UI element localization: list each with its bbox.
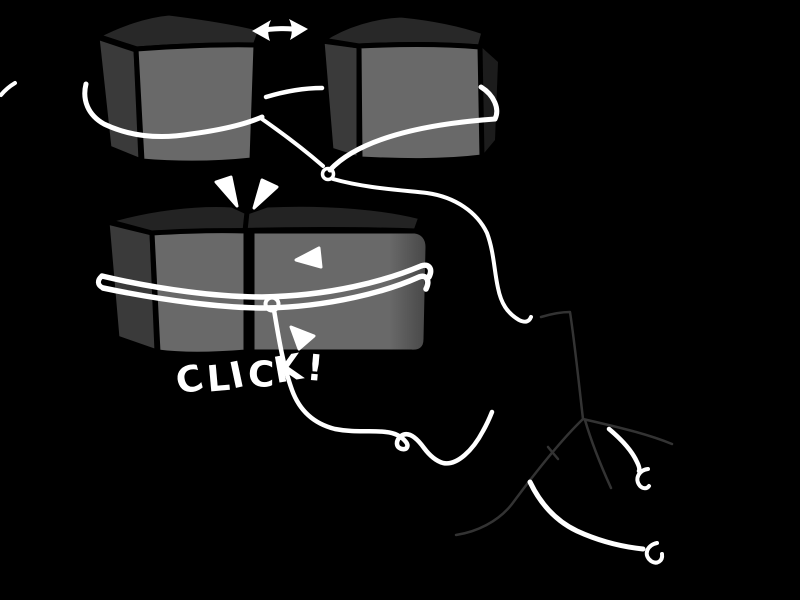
band-lower-line (100, 273, 431, 311)
spark-left (214, 175, 239, 208)
hand-line-stub (546, 445, 560, 461)
string-bottom (271, 307, 495, 466)
loop-back-arc (263, 85, 325, 100)
cube-top-left (94, 10, 264, 166)
band-upper-line (99, 262, 434, 300)
loop-front-arc (327, 116, 498, 173)
click-pointer-icons (289, 246, 323, 351)
cube-top-right (319, 12, 498, 164)
band-loop-left (0, 81, 325, 168)
highlight-wrist-hook (644, 541, 665, 565)
knot-ring-top (320, 166, 336, 182)
hand-line-wrist (539, 310, 585, 421)
hand-outline (454, 310, 674, 537)
string-edge-dash (0, 81, 17, 97)
move-arrow-icon (252, 19, 308, 41)
pair-seam (242, 209, 252, 355)
hand-line-left (454, 417, 585, 537)
spark-right (252, 178, 279, 210)
band-double-bottom (95, 262, 495, 466)
pointer-triangle-upper (294, 246, 323, 269)
highlight-finger (606, 426, 642, 474)
arrow-head-right (289, 19, 308, 40)
highlight-finger-hook (635, 467, 651, 491)
hand-line-middle (583, 418, 613, 490)
hand-highlights (527, 426, 665, 565)
impact-sparks-icon (214, 175, 279, 210)
cube-front-face (133, 42, 259, 166)
pointer-triangle-lower (289, 325, 316, 351)
string-tail-top (331, 177, 533, 324)
hand-line-right (581, 417, 674, 446)
band-left-wrap (95, 273, 106, 291)
highlight-wrist-swoosh (527, 479, 646, 552)
arrow-head-left (252, 20, 271, 41)
cube-front-face (356, 42, 485, 164)
band-loop-right (320, 84, 533, 324)
loop-front-arc (82, 81, 265, 140)
loop-right-wrap (478, 84, 500, 122)
string-tie (260, 117, 325, 168)
